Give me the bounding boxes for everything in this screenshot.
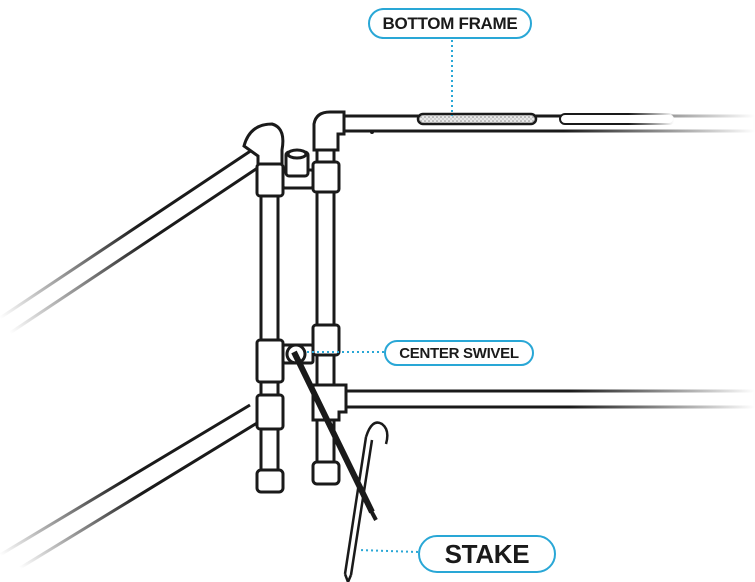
lower-horizontal-pipe — [342, 389, 755, 409]
bottom-frame-label: BOTTOM FRAME — [368, 8, 532, 39]
lower-diagonal-pipe — [0, 403, 263, 570]
left-vertical-post — [242, 122, 285, 494]
callout-leaders — [305, 40, 453, 553]
center-swivel-label: CENTER SWIVEL — [384, 340, 534, 366]
right-vertical-post — [311, 110, 348, 486]
stake-label: STAKE — [418, 535, 556, 573]
bottom-frame-pipe — [330, 112, 755, 134]
upper-diagonal-pipe — [0, 148, 263, 335]
tee-fittings — [281, 148, 315, 190]
ground-stake — [343, 421, 389, 582]
